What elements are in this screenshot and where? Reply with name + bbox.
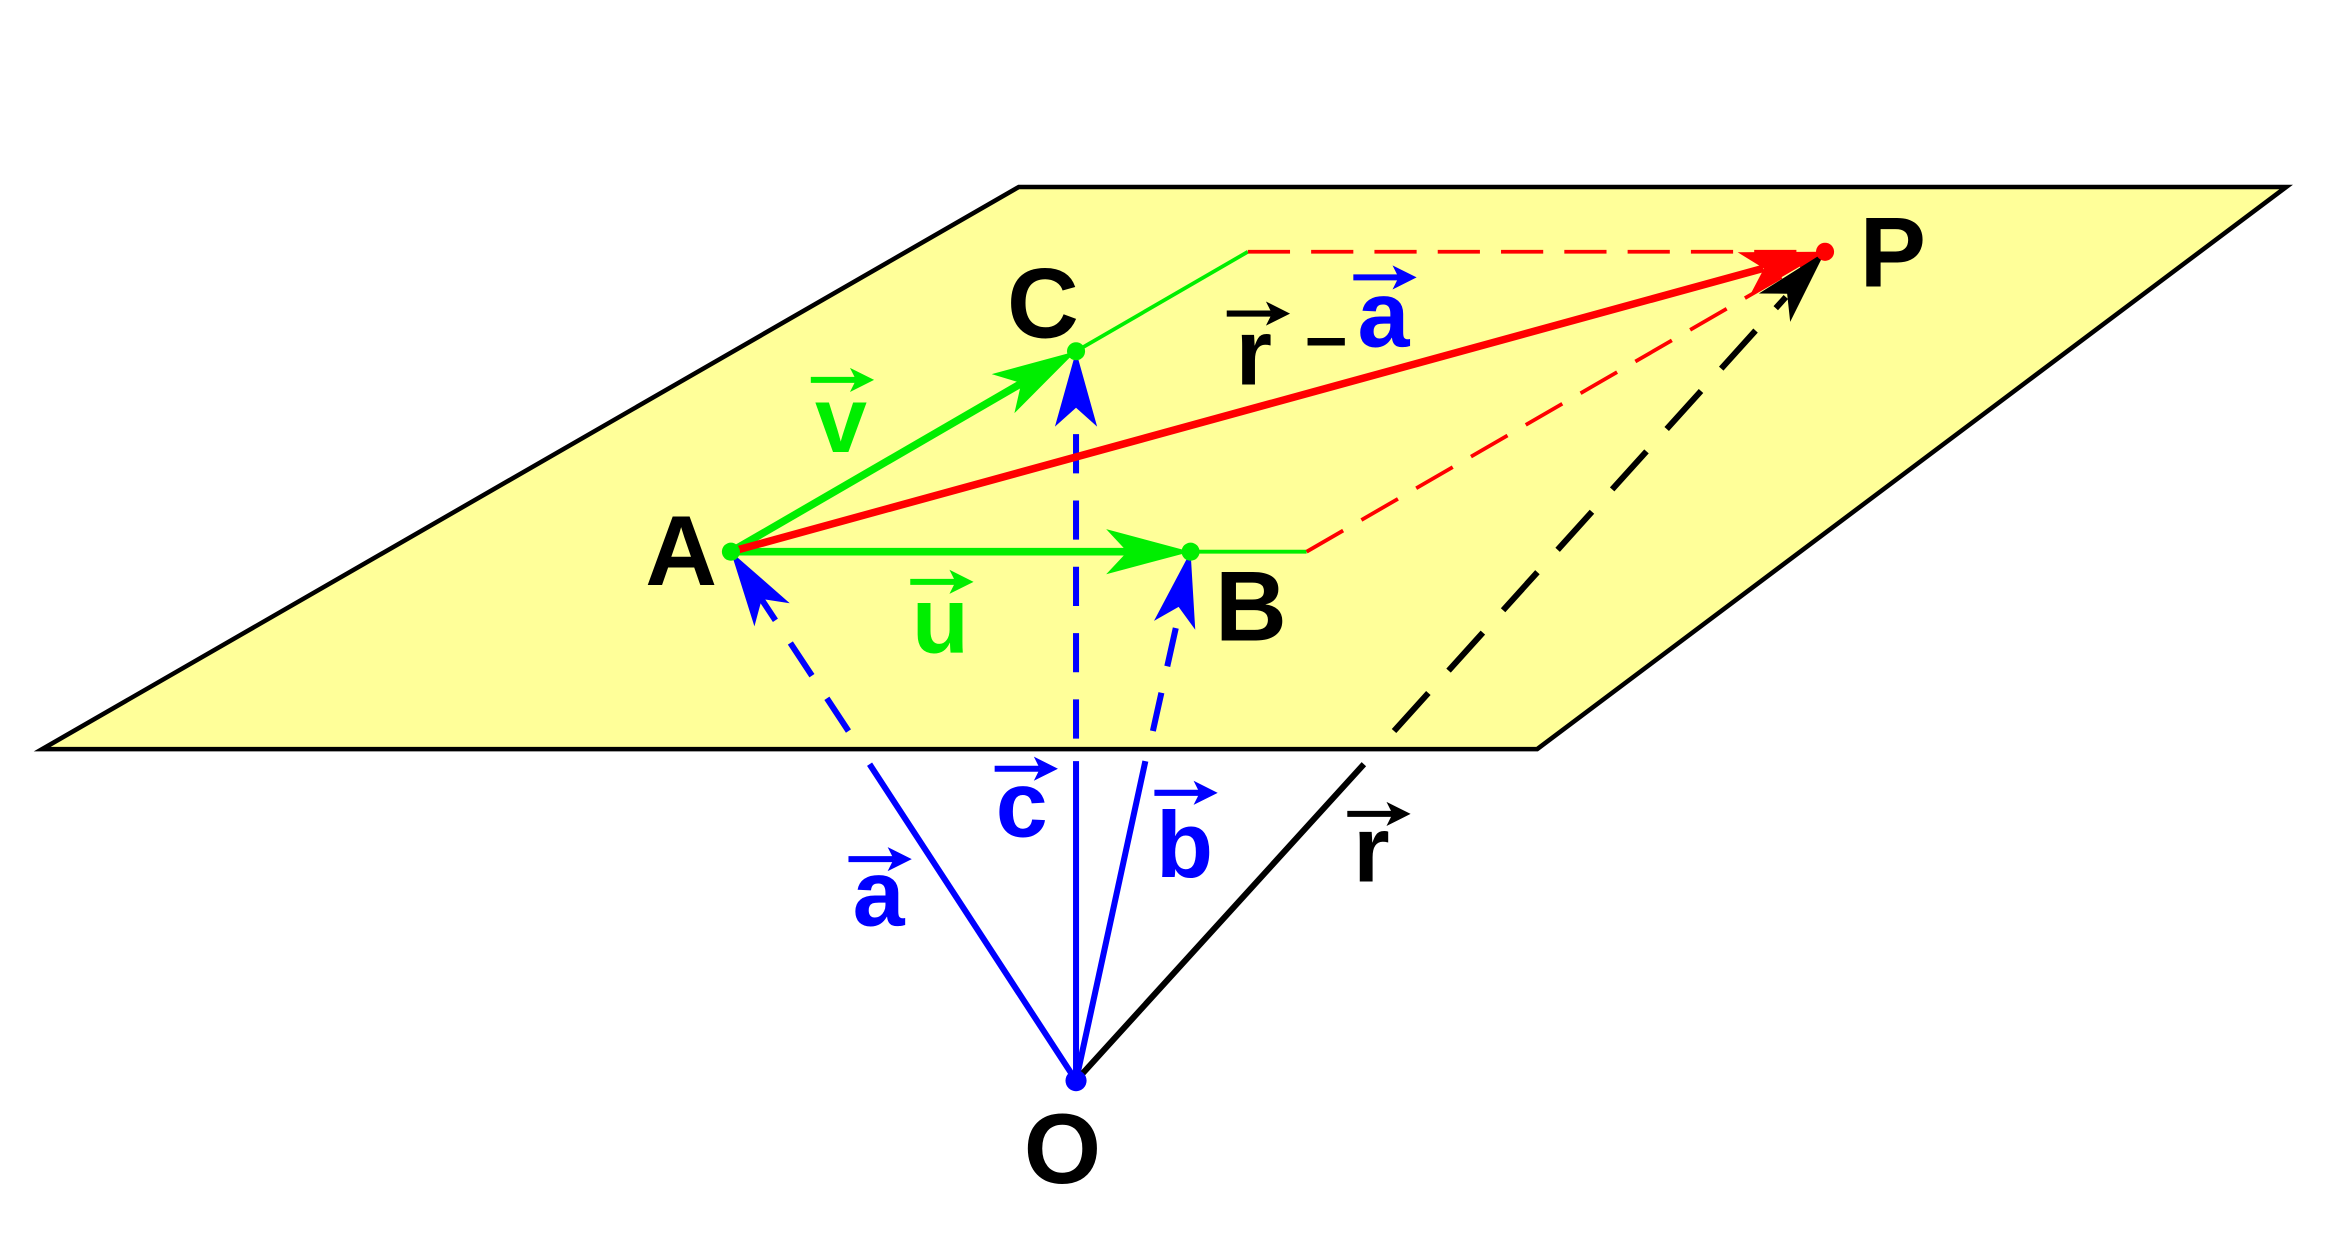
vector-c-arrowhead [1054, 351, 1098, 427]
label-minus: – [1305, 294, 1347, 378]
vector-r-minus-a-line [729, 264, 1765, 556]
vector-a-dashed [746, 578, 851, 733]
label-vector-r-in-diff: r [1236, 299, 1272, 404]
point-p-dot [1815, 242, 1835, 261]
vector-overarrow-head-b [1193, 780, 1218, 805]
vector-overarrow-head-a-diff [1392, 265, 1417, 290]
label-b: B [1215, 552, 1287, 663]
vector-overarrow-head-r [1386, 801, 1411, 826]
label-o: O [1024, 1094, 1101, 1205]
vector-a-solid [867, 762, 1079, 1083]
vector-r-dashed [1391, 294, 1789, 734]
vector-b-solid [1073, 760, 1149, 1082]
vector-v-arrowhead [991, 351, 1077, 414]
label-p: P [1860, 197, 1926, 308]
vector-a-arrowhead [730, 551, 790, 627]
point-b-dot [1181, 542, 1200, 561]
vector-r-arrowhead [1758, 251, 1826, 322]
vector-u-arrowhead [1106, 529, 1191, 575]
vector-overarrow-head-a [887, 847, 912, 872]
vector-b-dashed [1149, 594, 1186, 732]
vector-r-minus-a-arrowhead [1737, 251, 1826, 296]
edge-c-extension [1075, 250, 1249, 353]
vector-overarrow-head-r-diff [1265, 301, 1291, 326]
point-o-dot [1065, 1070, 1087, 1092]
vector-overarrow-head-u [949, 569, 974, 594]
vector-b-arrowhead [1154, 551, 1196, 630]
vector-overarrow-head-c [1033, 756, 1058, 781]
dashed-edge-bp [1305, 250, 1826, 554]
vector-r-solid [1073, 762, 1367, 1083]
vector-overarrow-head-v [849, 367, 875, 392]
vector-v-line [729, 378, 1027, 555]
label-vector-b: b [1156, 792, 1213, 897]
point-c-dot [1066, 342, 1086, 361]
plane [33, 184, 2293, 752]
label-c: C [1007, 249, 1079, 360]
label-a: A [645, 496, 717, 607]
point-a-dot [721, 542, 740, 561]
